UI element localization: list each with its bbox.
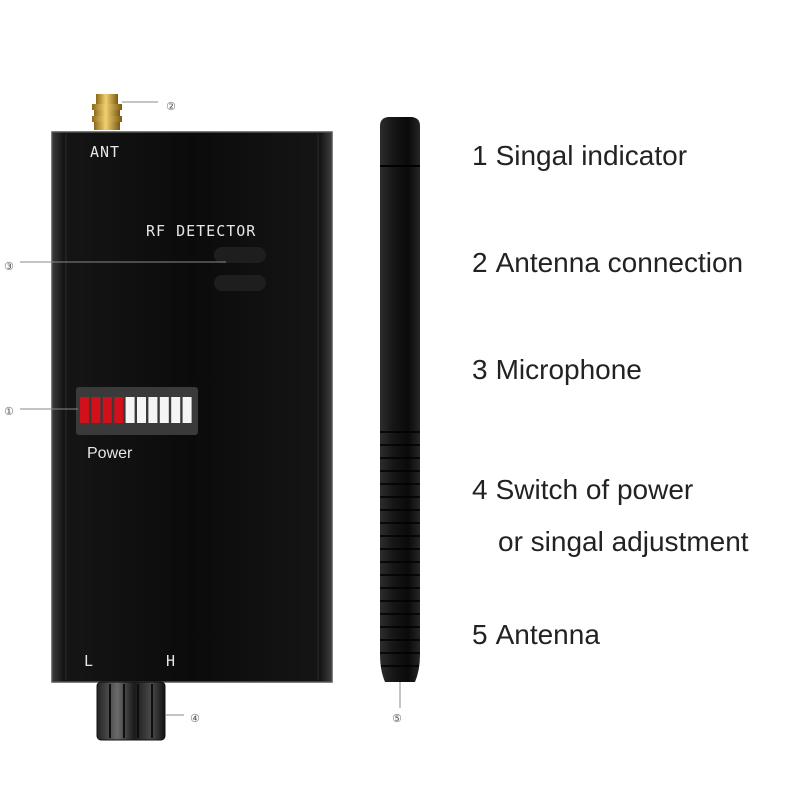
callout-5: ⑤: [392, 682, 402, 725]
signal-segment-lit: [102, 397, 112, 423]
rf-detector-label: RF DETECTOR: [146, 222, 256, 240]
microphone-slot-top: [214, 247, 266, 263]
legend-item-text-continued: or singal adjustment: [498, 526, 749, 558]
antenna-connector: [92, 94, 122, 130]
legend-item-text: Microphone: [495, 354, 642, 385]
legend-item-number: 2: [472, 247, 488, 278]
callout-3-number: ③: [4, 260, 14, 273]
callout-5-number: ⑤: [392, 712, 402, 725]
callout-2: ②: [122, 100, 176, 113]
legend-item-number: 3: [472, 354, 488, 385]
callout-1: ①: [4, 405, 78, 418]
microphone-slot-bottom: [214, 275, 266, 291]
callout-1-number: ①: [4, 405, 14, 418]
signal-segment-lit: [80, 397, 89, 423]
power-knob: [96, 681, 166, 741]
signal-segment-unlit: [171, 397, 181, 423]
legend-item-number: 1: [472, 140, 488, 171]
callout-2-number: ②: [166, 100, 176, 113]
ant-label: ANT: [90, 143, 120, 161]
callout-4: ④: [165, 712, 200, 725]
legend-item-text: Switch of power: [495, 474, 694, 505]
low-label: L: [84, 652, 94, 670]
legend-item-number: 5: [472, 619, 488, 650]
signal-indicator-bar: [80, 397, 192, 423]
signal-segment-unlit: [159, 397, 169, 423]
legend-item-text: Antenna: [495, 619, 600, 650]
legend-item-number: 4: [472, 474, 488, 505]
signal-segment-unlit: [137, 397, 146, 423]
signal-segment-unlit: [148, 397, 158, 423]
callout-3: ③: [4, 260, 226, 273]
signal-segment-unlit: [125, 397, 135, 423]
legend-item-text: Singal indicator: [495, 140, 688, 171]
signal-segment-lit: [114, 397, 124, 423]
antenna: [380, 117, 420, 682]
callout-4-number: ④: [190, 712, 200, 725]
signal-segment-unlit: [182, 397, 192, 423]
signal-segment-lit: [91, 397, 101, 423]
legend-item-text: Antenna connection: [495, 247, 744, 278]
power-label: Power: [87, 445, 133, 462]
high-label: H: [166, 652, 176, 670]
